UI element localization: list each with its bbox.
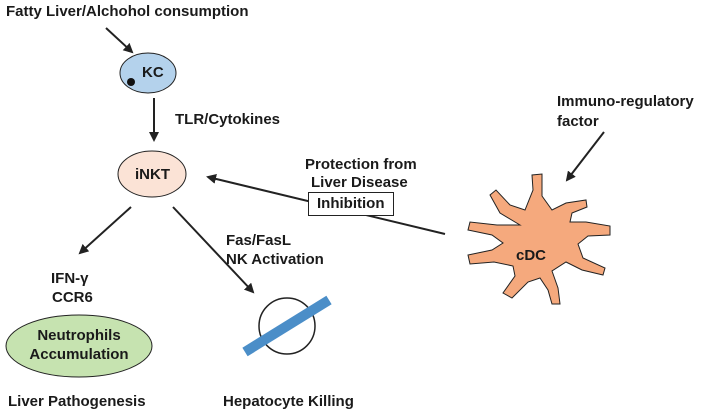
kc-nucleus-dot [127, 78, 135, 86]
kc-label: KC [142, 64, 164, 81]
immuno-label-line1: Immuno-regulatory [557, 93, 694, 110]
immuno-label-line2: factor [557, 113, 599, 130]
trigger-label: Fatty Liver/Alchohol consumption [6, 3, 249, 20]
ccr6-label: CCR6 [52, 289, 93, 306]
protection-label-line2: Liver Disease [311, 174, 408, 191]
neutrophils-label-line2: Accumulation [29, 346, 129, 363]
cdc-cell [467, 173, 611, 305]
nk-activation-label: NK Activation [226, 251, 324, 268]
inkt-cell [117, 150, 187, 198]
ifn-gamma-label: IFN-γ [51, 270, 89, 287]
killing-bar [242, 295, 332, 357]
inkt-label: iNKT [135, 166, 170, 183]
inhibition-box [308, 192, 394, 216]
inhibition-label: Inhibition [317, 195, 385, 212]
arrow-inkt-to-ifn [78, 206, 132, 255]
tlr-cytokines-label: TLR/Cytokines [175, 111, 281, 128]
neutrophils-label-line1: Neutrophils [37, 327, 121, 344]
cdc-label: cDC [516, 247, 547, 264]
arrow-trigger-to-kc [105, 27, 134, 54]
liver-pathogenesis-label: Liver Pathogenesis [8, 393, 146, 410]
arrow-immuno-to-cdc [565, 131, 605, 182]
hepatocyte-killing-label: Hepatocyte Killing [223, 393, 354, 410]
protection-label-line1: Protection from [305, 156, 417, 173]
neutrophil-ellipse [5, 314, 153, 378]
fas-fasl-label: Fas/FasL [226, 232, 292, 249]
arrow-inkt-to-hepatocyte [172, 206, 255, 294]
